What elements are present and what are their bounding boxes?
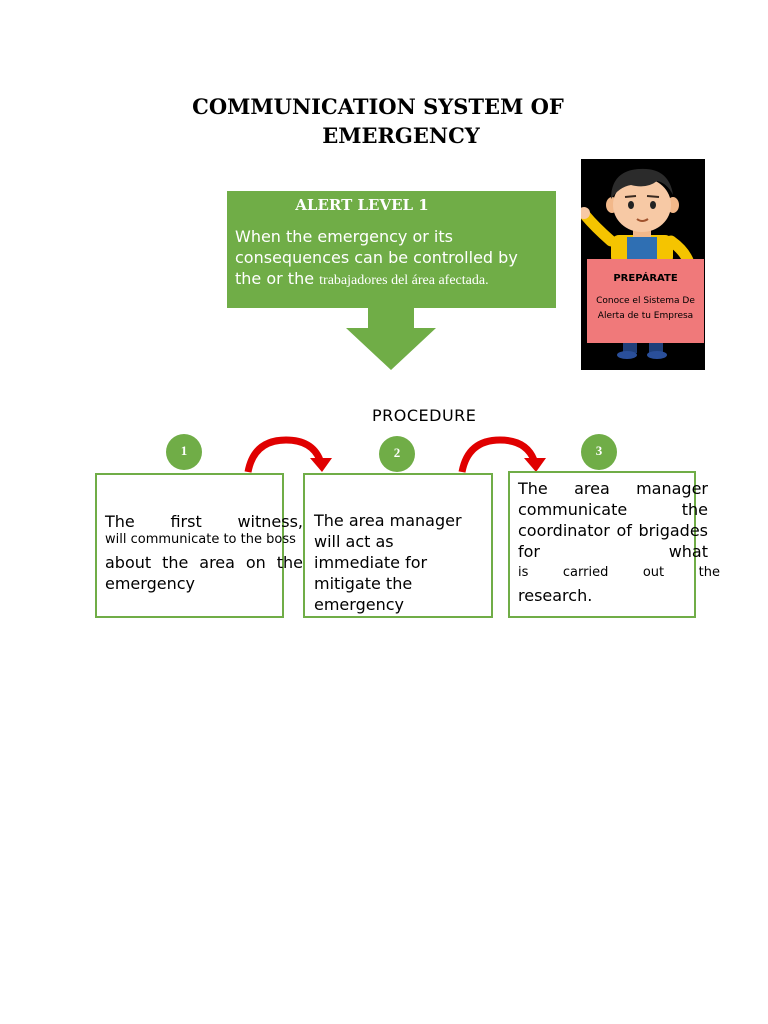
poster-subtitle-line-2: Alerta de tu Empresa bbox=[597, 311, 694, 321]
step-1-box: The first witness, will communicate to t… bbox=[95, 473, 303, 618]
curved-arrow-1-icon bbox=[244, 436, 332, 473]
step-3-line-1: The area manager communicate the coordin… bbox=[518, 479, 708, 561]
poster-title: PREPÁRATE bbox=[613, 273, 678, 284]
title-line-1: COMMUNICATION SYSTEM OF bbox=[192, 94, 564, 119]
poster-card: PREPÁRATE Conoce el Sistema De Alerta de… bbox=[587, 259, 704, 343]
poster-subtitle: Conoce el Sistema De Alerta de tu Empres… bbox=[591, 294, 700, 324]
step-2-text: The area manager will act as immediate f… bbox=[314, 511, 462, 614]
step-1-line-1: The first witness, bbox=[105, 512, 303, 531]
step-3-box: The area manager communicate the coordin… bbox=[508, 471, 720, 618]
alert-text-main: When the emergency or its consequences c… bbox=[235, 227, 518, 288]
alert-text-tail: trabajadores del área afectada. bbox=[319, 273, 489, 288]
down-arrow-icon bbox=[346, 306, 436, 370]
step-3-line-3: research. bbox=[518, 586, 593, 605]
step-1-line-2: will communicate to the boss bbox=[105, 532, 296, 547]
page-title: COMMUNICATION SYSTEM OF EMERGENCY bbox=[150, 92, 606, 150]
alert-description: When the emergency or its consequences c… bbox=[235, 226, 545, 291]
step-1-line-4: emergency bbox=[105, 574, 195, 593]
title-line-2: EMERGENCY bbox=[322, 123, 480, 148]
step-1-text: The first witness, will communicate to t… bbox=[105, 511, 303, 594]
step-2-box: The area manager will act as immediate f… bbox=[303, 473, 493, 618]
prepare-poster: PREPÁRATE Conoce el Sistema De Alerta de… bbox=[581, 159, 705, 370]
step-2-badge: 2 bbox=[379, 436, 415, 472]
procedure-heading: PROCEDURE bbox=[372, 406, 477, 425]
cartoon-worker-icon bbox=[581, 168, 695, 359]
curved-arrow-2-icon bbox=[458, 436, 546, 473]
alert-level-box: ALERT LEVEL 1 When the emergency or its … bbox=[227, 191, 556, 308]
alert-heading: ALERT LEVEL 1 bbox=[295, 196, 429, 214]
step-3-text: The area manager communicate the coordin… bbox=[518, 478, 720, 606]
step-1-line-3: about the area on the bbox=[105, 553, 303, 572]
step-3-badge: 3 bbox=[581, 434, 617, 470]
step-3-line-2: is carried out the bbox=[518, 565, 720, 580]
poster-subtitle-line-1: Conoce el Sistema De bbox=[596, 296, 695, 306]
step-1-badge: 1 bbox=[166, 434, 202, 470]
